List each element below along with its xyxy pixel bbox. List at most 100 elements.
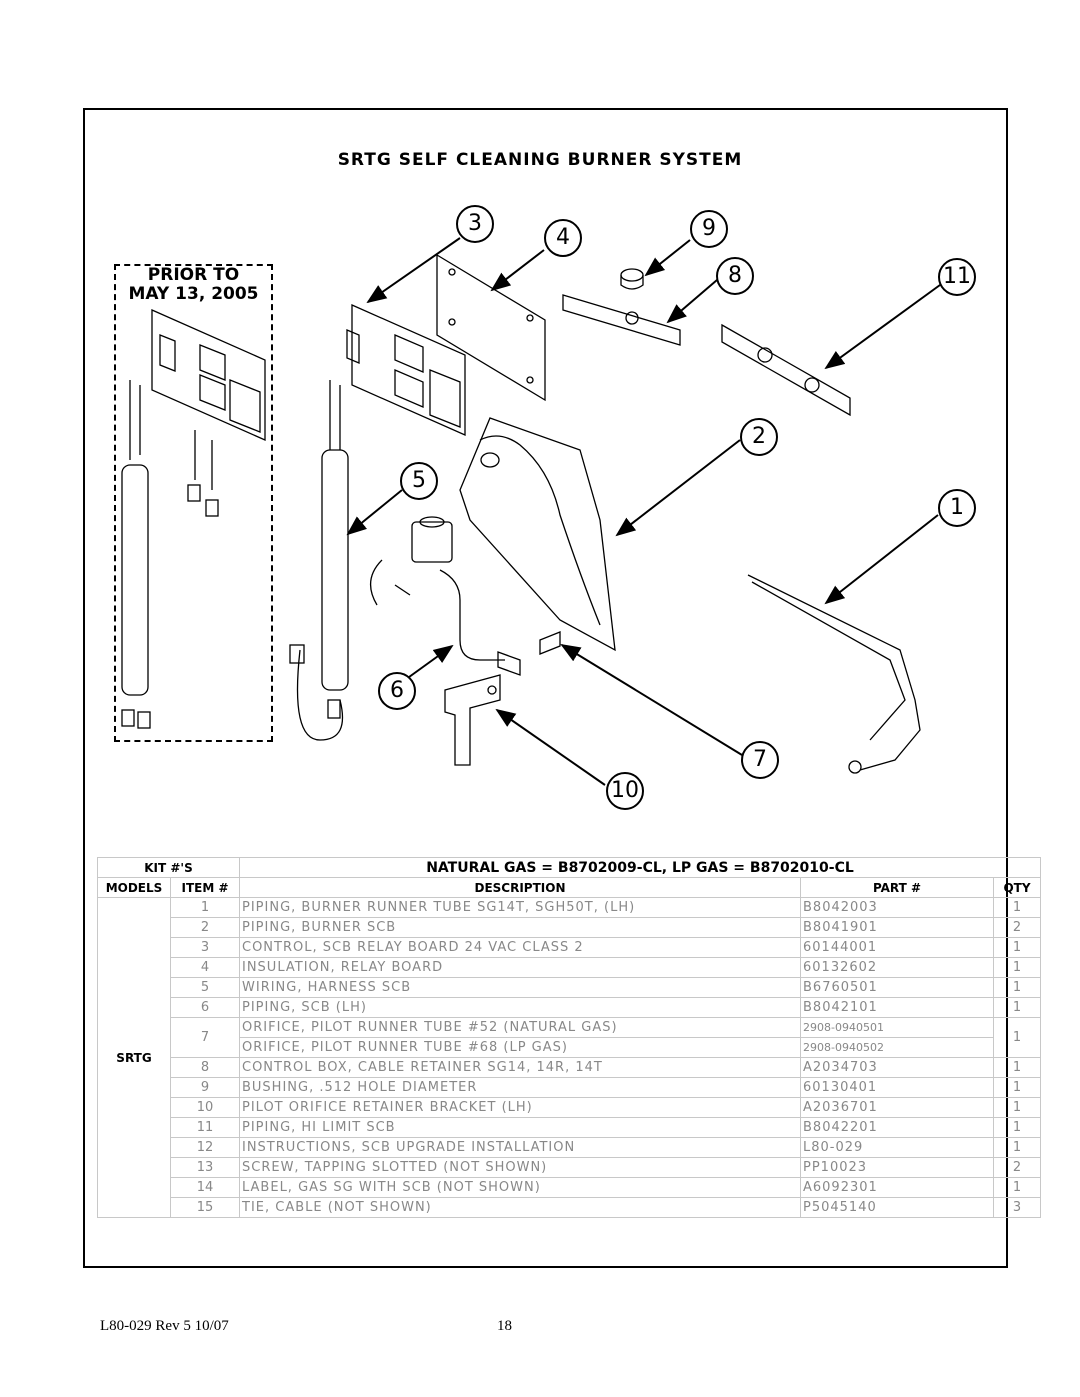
part-cell: A2034703 [800, 1057, 994, 1078]
hi-limit-plate [721, 323, 851, 417]
burner-housing [459, 417, 616, 652]
callout-10: 10 [606, 772, 644, 810]
description-cell: PIPING, SCB (LH) [239, 997, 801, 1018]
item-cell: 14 [170, 1177, 240, 1198]
callout-4: 4 [544, 219, 582, 257]
description-cell: PIPING, BURNER SCB [239, 917, 801, 938]
description-cell: SCREW, TAPPING SLOTTED (NOT SHOWN) [239, 1157, 801, 1178]
qty-cell: 1 [993, 937, 1041, 958]
description-cell: LABEL, GAS SG WITH SCB (NOT SHOWN) [239, 1177, 801, 1198]
qty-cell: 1 [993, 1097, 1041, 1118]
description-cell: INSTRUCTIONS, SCB UPGRADE INSTALLATION [239, 1137, 801, 1158]
gas-valve [411, 521, 453, 563]
description-cell: PIPING, HI LIMIT SCB [239, 1117, 801, 1138]
description-cell: CONTROL, SCB RELAY BOARD 24 VAC CLASS 2 [239, 937, 801, 958]
item-cell: 5 [170, 977, 240, 998]
part-cell: B8042003 [800, 897, 994, 918]
relay-board [346, 304, 466, 436]
header-row: MODELS ITEM # DESCRIPTION PART # QTY [97, 877, 1041, 898]
qty-header: QTY [993, 877, 1041, 898]
item-cell: 1 [170, 897, 240, 918]
qty-cell: 1 [993, 1077, 1041, 1098]
qty-cell: 3 [993, 1197, 1041, 1218]
callout-6: 6 [378, 672, 416, 710]
part-cell: 60132602 [800, 957, 994, 978]
item-cell: 4 [170, 957, 240, 978]
prior-note-line-2: MAY 13, 2005 [128, 284, 259, 304]
part-header: PART # [800, 877, 994, 898]
part-cell: 2908-0940501 [800, 1017, 994, 1038]
part-cell: B8042201 [800, 1117, 994, 1138]
callout-11: 11 [938, 258, 976, 296]
part-cell: L80-029 [800, 1137, 994, 1158]
description-header: DESCRIPTION [239, 877, 801, 898]
callout-1: 1 [938, 489, 976, 527]
item-cell: 13 [170, 1157, 240, 1178]
kit-row: KIT #'S NATURAL GAS = B8702009-CL, LP GA… [97, 857, 1041, 878]
qty-cell: 1 [993, 897, 1041, 918]
models-header: MODELS [97, 877, 171, 898]
item-cell: 8 [170, 1057, 240, 1078]
part-cell: 60130401 [800, 1077, 994, 1098]
description-cell: PILOT ORIFICE RETAINER BRACKET (LH) [239, 1097, 801, 1118]
kit-value: NATURAL GAS = B8702009-CL, LP GAS = B870… [239, 857, 1041, 878]
qty-cell: 2 [993, 1157, 1041, 1178]
insulation-panel [436, 253, 546, 402]
prior-note-line-1: PRIOR TO [147, 265, 240, 285]
part-cell: 60144001 [800, 937, 994, 958]
part-cell: P5045140 [800, 1197, 994, 1218]
qty-cell: 1 [993, 1017, 1041, 1058]
description-cell: ORIFICE, PILOT RUNNER TUBE #68 (LP GAS) [239, 1037, 801, 1058]
description-cell: TIE, CABLE (NOT SHOWN) [239, 1197, 801, 1218]
page-number: 18 [497, 1318, 512, 1334]
item-cell: 6 [170, 997, 240, 1018]
runner-tube [747, 574, 921, 771]
qty-cell: 1 [993, 1137, 1041, 1158]
part-cell: B8042101 [800, 997, 994, 1018]
qty-cell: 1 [993, 957, 1041, 978]
part-cell: B8041901 [800, 917, 994, 938]
callout-3: 3 [456, 205, 494, 243]
callout-8: 8 [716, 257, 754, 295]
item-header: ITEM # [170, 877, 240, 898]
part-cell: A6092301 [800, 1177, 994, 1198]
part-cell: PP10023 [800, 1157, 994, 1178]
exploded-parts-diagram [121, 237, 941, 786]
kit-label: KIT #'S [97, 857, 240, 878]
model-cell: SRTG [97, 897, 171, 1218]
item-cell: 12 [170, 1137, 240, 1158]
item-cell: 11 [170, 1117, 240, 1138]
description-cell: CONTROL BOX, CABLE RETAINER SG14, 14R, 1… [239, 1057, 801, 1078]
pilot-bracket [444, 674, 501, 766]
description-cell: PIPING, BURNER RUNNER TUBE SG14T, SGH50T… [239, 897, 801, 918]
qty-cell: 1 [993, 977, 1041, 998]
qty-cell: 1 [993, 1117, 1041, 1138]
qty-cell: 1 [993, 1057, 1041, 1078]
prior-relay-board [151, 309, 266, 441]
item-cell: 7 [170, 1017, 240, 1058]
item-cell: 3 [170, 937, 240, 958]
item-cell: 10 [170, 1097, 240, 1118]
qty-cell: 2 [993, 917, 1041, 938]
item-cell: 9 [170, 1077, 240, 1098]
parts-table: KIT #'S NATURAL GAS = B8702009-CL, LP GA… [97, 857, 1041, 1218]
page-title: SRTG SELF CLEANING BURNER SYSTEM [337, 150, 743, 170]
prior-harness-tube [121, 464, 149, 696]
callout-7: 7 [741, 741, 779, 779]
callout-9: 9 [690, 210, 728, 248]
callout-2: 2 [740, 418, 778, 456]
prior-wires [129, 380, 141, 460]
